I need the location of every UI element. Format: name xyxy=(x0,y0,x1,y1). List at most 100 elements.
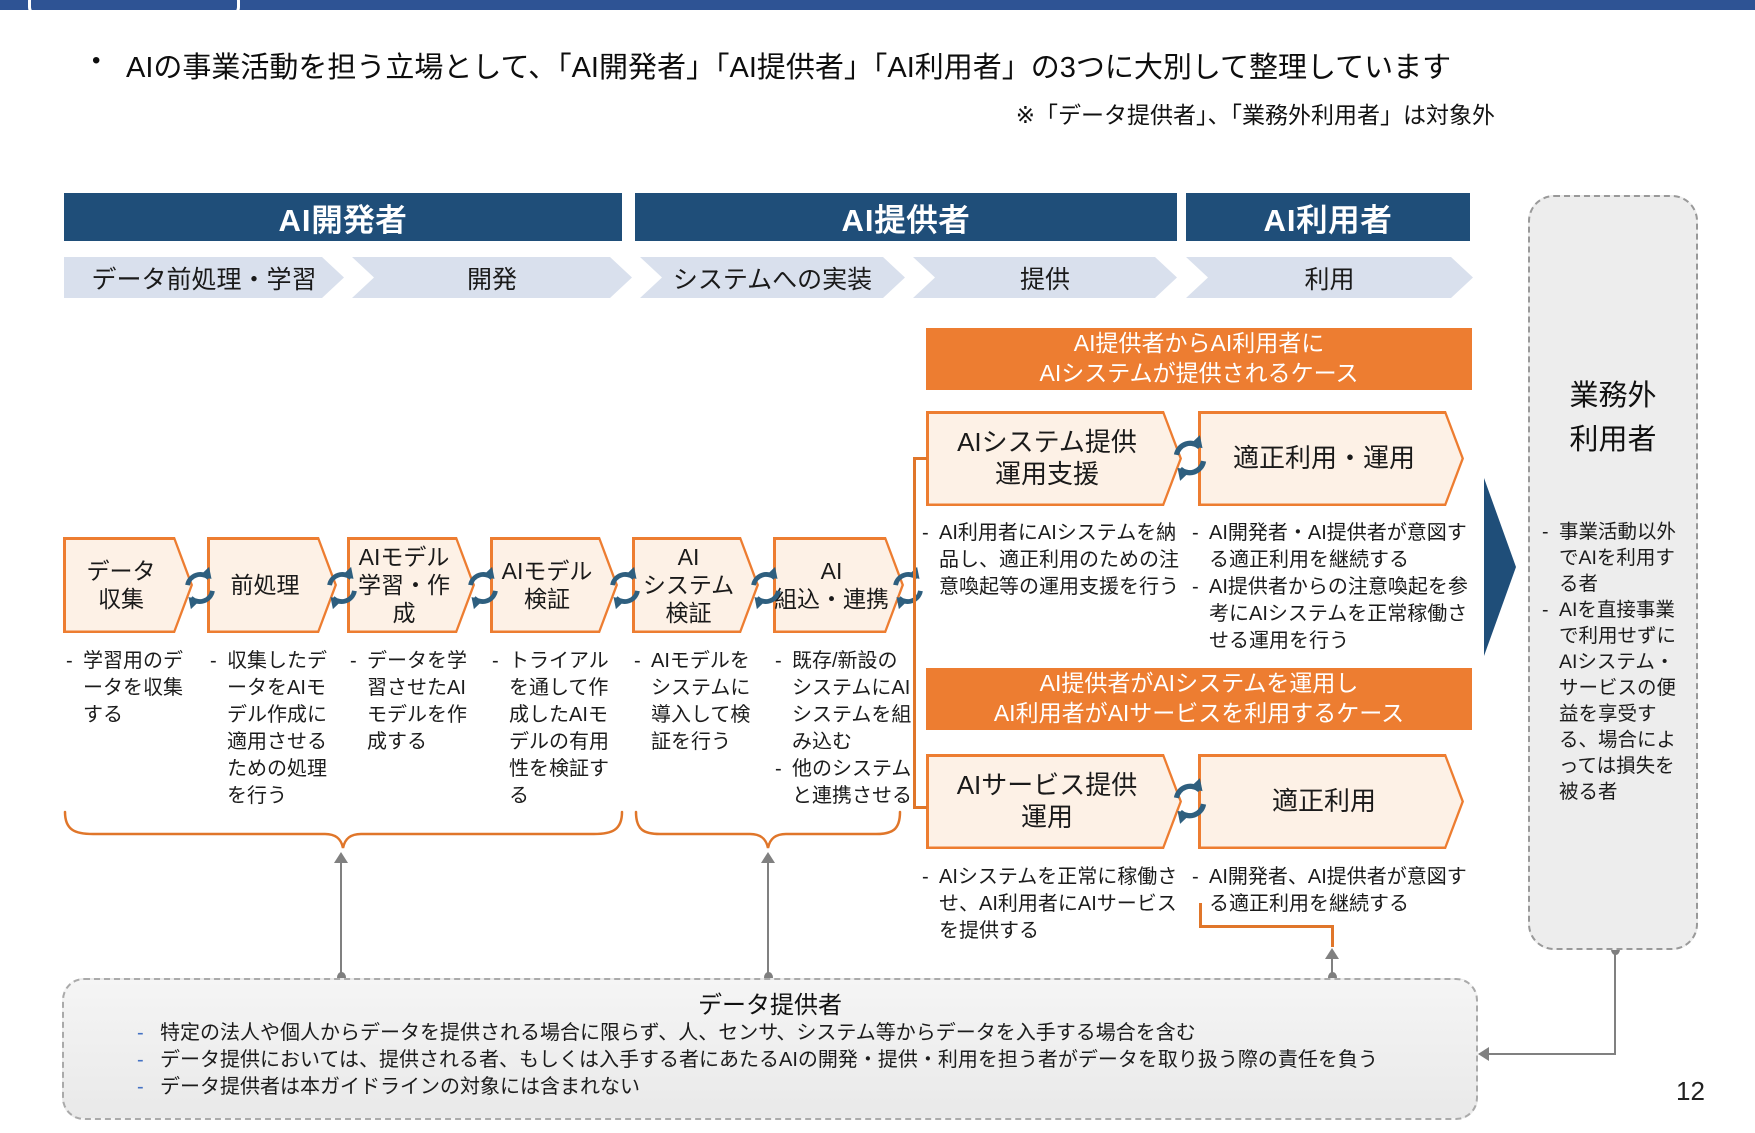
connector-line xyxy=(1614,950,1616,1054)
case-box-shape xyxy=(926,411,1182,506)
role-header-ai-developer: AI開発者 xyxy=(64,193,622,241)
step-desc-integration: 既存/新設のシステムにAIシステムを組み込む 他のシステムと連携させる xyxy=(775,648,915,810)
role-label: AI利用者 xyxy=(1263,202,1393,238)
step-box-shape xyxy=(63,537,193,633)
step-desc-data-collection: 学習用のデータを収集する xyxy=(66,648,194,729)
connector-dot xyxy=(337,972,346,983)
sync-icon xyxy=(743,565,789,611)
step-box-shape xyxy=(632,537,759,633)
desc-bullet: AI開発者・AI提供者が意図する適正利用を継続する xyxy=(1192,520,1474,574)
top-window-strip xyxy=(0,0,1755,10)
desc-bullet: 収集したデータをAIモデル作成に適用させるための処理を行う xyxy=(210,648,342,810)
case2-banner: AI提供者がAIシステムを運用し AI利用者がAIサービスを利用するケース xyxy=(926,668,1472,730)
role-label: AI提供者 xyxy=(841,202,971,238)
phase-label: 利用 xyxy=(1304,265,1355,294)
outside-user-title: 業務外 利用者 xyxy=(1569,380,1657,456)
desc-bullet: AIモデルをシステムに導入して検証を行う xyxy=(634,648,764,756)
outside-user-desc: 事業活動以外でAIを利用する者 AIを直接事業で利用せずにAIシステム・サービス… xyxy=(1542,519,1692,805)
sync-icon xyxy=(460,565,506,611)
to-outside-user-arrow xyxy=(1484,478,1516,656)
phase-data-preprocess: データ前処理・学習 xyxy=(64,257,344,298)
connector-dot xyxy=(1328,972,1337,983)
connector-line xyxy=(1331,958,1333,978)
case1-box-proper-use-operation: 適正利用・運用 xyxy=(1198,411,1464,506)
step-desc-preprocessing: 収集したデータをAIモデル作成に適用させるための処理を行う xyxy=(210,648,342,810)
case-box-label: AIシステム提供 運用支援 xyxy=(957,426,1137,489)
step-label: AI 組込・連携 xyxy=(774,557,889,612)
connector-dot xyxy=(764,972,773,983)
sync-icon xyxy=(602,565,648,611)
step-label: データ 収集 xyxy=(86,557,156,612)
data-provider-title: データ提供者 xyxy=(698,992,842,1019)
sync-icon xyxy=(177,565,223,611)
step-box-shape xyxy=(207,537,337,633)
case-box-label: 適正利用・運用 xyxy=(1232,442,1415,473)
case2-box-proper-use: 適正利用 xyxy=(1198,754,1464,849)
step-box-shape xyxy=(490,537,618,633)
desc-bullet: トライアルを通して作成したAIモデルの有用性を検証する xyxy=(492,648,622,810)
step-desc-system-verification: AIモデルをシステムに導入して検証を行う xyxy=(634,648,764,756)
step-label: AI システム 検証 xyxy=(642,543,735,627)
exclusion-note: ※「データ提供者」、「業務外利用者」は対象外 xyxy=(1015,102,1495,128)
page-number: 12 xyxy=(1676,1076,1705,1106)
case-box-label: AIサービス提供 運用 xyxy=(956,769,1138,832)
role-header-ai-provider: AI提供者 xyxy=(635,193,1177,241)
sync-icon xyxy=(1165,433,1215,483)
developer-group-brace xyxy=(63,810,624,849)
left-arrowhead xyxy=(1478,1047,1489,1061)
case2-banner-text: AI提供者がAIシステムを運用し AI利用者がAIサービスを利用するケース xyxy=(993,670,1405,726)
case1-box-system-provision-support: AIシステム提供 運用支援 xyxy=(926,411,1182,506)
case-connector-stub-top xyxy=(913,457,927,460)
case2-box-service-provision-operation: AIサービス提供 運用 xyxy=(926,754,1182,849)
phase-label: 提供 xyxy=(1019,265,1070,294)
step-desc-model-verification: トライアルを通して作成したAIモデルの有用性を検証する xyxy=(492,648,622,810)
connector-line xyxy=(1489,1053,1616,1055)
connector-line xyxy=(340,862,342,978)
up-arrowhead xyxy=(761,852,775,863)
desc-bullet: データを学習させたAIモデルを作成する xyxy=(350,648,480,756)
step-desc-model-training: データを学習させたAIモデルを作成する xyxy=(350,648,480,756)
desc-bullet: AIを直接事業で利用せずにAIシステム・サービスの便益を享受する、場合によっては… xyxy=(1542,597,1692,805)
desc-bullet: 他のシステムと連携させる xyxy=(775,756,915,810)
step-box-data-collection: データ 収集 xyxy=(63,537,193,633)
case-box-shape xyxy=(1198,411,1464,506)
case-connector-stub-bottom xyxy=(913,806,927,809)
outside-user-box: 業務外 利用者 事業活動以外でAIを利用する者 AIを直接事業で利用せずにAIシ… xyxy=(1528,195,1698,950)
case1-banner: AI提供者からAI利用者に AIシステムが提供されるケース xyxy=(926,328,1472,390)
provider-bullet: 特定の法人や個人からデータを提供される場合に限らず、人、センサ、システム等からデ… xyxy=(64,1020,1476,1047)
up-arrowhead xyxy=(1325,948,1339,959)
phase-label: システムへの実装 xyxy=(672,265,873,294)
case-connector-vertical-line xyxy=(913,457,916,808)
step-box-model-training: AIモデル 学習・作成 xyxy=(347,537,475,633)
step-box-shape xyxy=(773,537,904,633)
phase-development: 開発 xyxy=(352,257,632,298)
proper-use-connector-v2 xyxy=(1331,925,1334,947)
case-box-label: 適正利用 xyxy=(1271,785,1376,816)
case-box-shape xyxy=(926,754,1182,849)
provider-group-brace xyxy=(634,810,902,849)
step-label: 前処理 xyxy=(230,571,300,598)
provider-bullet: データ提供においては、提供される者、もしくは入手する者にあたるAIの開発・提供・… xyxy=(64,1047,1476,1074)
up-arrowhead xyxy=(334,852,348,863)
step-box-system-verification: AI システム 検証 xyxy=(632,537,759,633)
data-provider-bullets: 特定の法人や個人からデータを提供される場合に限らず、人、センサ、システム等からデ… xyxy=(64,1020,1476,1101)
case2-right-desc: AI開発者、AI提供者が意図する適正利用を継続する xyxy=(1192,864,1474,918)
provider-bullet: データ提供者は本ガイドラインの対象には含まれない xyxy=(64,1074,1476,1101)
proper-use-connector-h xyxy=(1199,925,1333,928)
desc-bullet: 学習用のデータを収集する xyxy=(66,648,194,729)
desc-bullet: 事業活動以外でAIを利用する者 xyxy=(1542,519,1692,597)
desc-bullet: AIシステムを正常に稼働させ、AI利用者にAIサービスを提供する xyxy=(922,864,1190,945)
data-provider-box: データ提供者 特定の法人や個人からデータを提供される場合に限らず、人、センサ、シ… xyxy=(62,978,1478,1120)
step-box-model-verification: AIモデル 検証 xyxy=(490,537,618,633)
top-tab-remnant xyxy=(28,0,240,16)
slide-title: AIの事業活動を担う立場として、「AI開発者」「AI提供者」「AI利用者」の3つ… xyxy=(88,44,1576,86)
case2-left-desc: AIシステムを正常に稼働させ、AI利用者にAIサービスを提供する xyxy=(922,864,1190,945)
phase-implementation: システムへの実装 xyxy=(640,257,905,298)
role-header-ai-user: AI利用者 xyxy=(1186,193,1470,241)
proper-use-connector-v1 xyxy=(1199,903,1202,927)
phase-label: 開発 xyxy=(466,265,517,294)
step-box-integration: AI 組込・連携 xyxy=(773,537,904,633)
phase-provision: 提供 xyxy=(913,257,1177,298)
phase-use: 利用 xyxy=(1186,257,1473,298)
